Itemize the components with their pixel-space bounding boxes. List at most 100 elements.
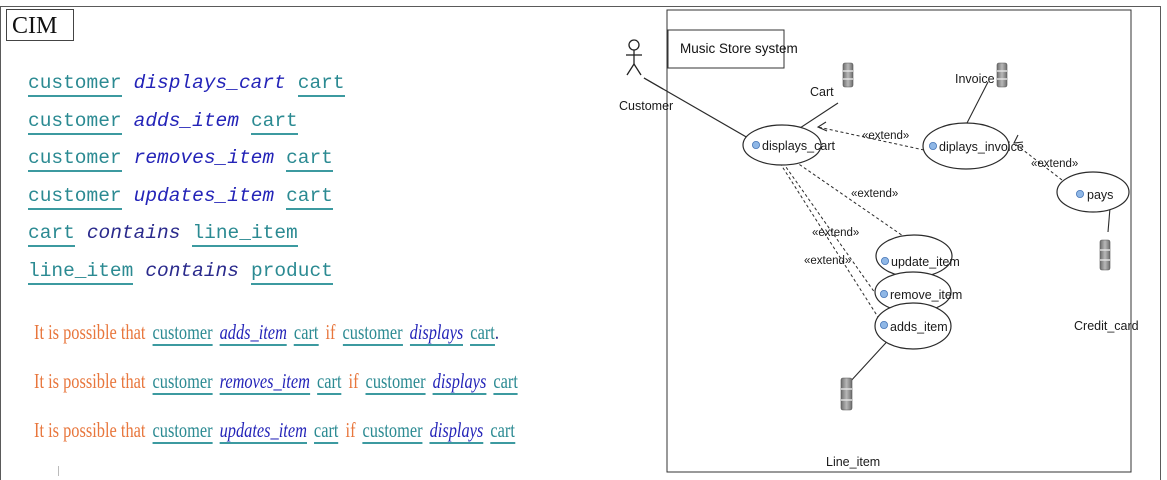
- association-line: [643, 77, 664, 90]
- rule-object: product: [250, 259, 333, 285]
- system-boundary: [666, 9, 1132, 473]
- credit-card-database-icon[interactable]: [1099, 239, 1111, 271]
- sentence-verb: adds_item: [219, 320, 287, 346]
- sentence-if: if: [325, 320, 336, 344]
- use-case-dot-icon: [752, 140, 761, 149]
- rule-subject: line_item: [28, 259, 134, 285]
- system-title: Music Store system: [680, 41, 798, 56]
- sentence-verb: removes_item: [219, 369, 310, 395]
- extend-arrowhead: [816, 121, 828, 132]
- rule-line: customer displays_cart cart: [28, 68, 345, 106]
- use-case-label: adds_item: [890, 320, 948, 334]
- extend-label: «extend»: [812, 227, 859, 239]
- sentence-subject: customer: [152, 369, 213, 395]
- rule-line: line_item contains product: [28, 256, 345, 294]
- use-case-label: update_item: [891, 255, 960, 269]
- sentence-object: cart: [313, 418, 339, 444]
- use-case-dot-icon: [880, 320, 889, 329]
- sentence-object-2: cart: [470, 320, 495, 346]
- figure-frame: [0, 6, 1161, 480]
- sentence-object-2: cart: [490, 418, 515, 444]
- system-title-box: [667, 29, 785, 69]
- rule-verb: updates_item: [133, 184, 275, 207]
- rule-subject: cart: [28, 222, 75, 247]
- use-case-displays-cart[interactable]: displays_cart: [742, 124, 835, 166]
- sentence-subject: customer: [152, 320, 213, 346]
- extend-label: «extend»: [1031, 158, 1078, 170]
- sentence-lead: It is possible that: [34, 369, 146, 393]
- cim-label: CIM: [6, 9, 74, 41]
- rule-line: customer updates_item cart: [28, 181, 345, 219]
- rule-line: cart contains line_item: [28, 218, 345, 256]
- entity-label: Line_item: [826, 455, 880, 469]
- use-case-diplays-invoice[interactable]: diplays_invoice: [922, 122, 1024, 170]
- divider-tick: [58, 466, 59, 476]
- extend-label: «extend»: [862, 130, 909, 142]
- entity-label: Invoice: [955, 72, 995, 86]
- entity-label: Credit_card: [1074, 319, 1139, 333]
- sentence-subject-2: customer: [342, 320, 403, 346]
- rule-verb: contains: [86, 222, 181, 244]
- use-case-dot-icon: [881, 256, 890, 265]
- extend-arrow: [777, 159, 886, 329]
- extend-arrow: [817, 126, 925, 151]
- extend-label: «extend»: [851, 188, 898, 200]
- sentence-subject-2: customer: [362, 418, 423, 444]
- rule-verb: adds_item: [133, 109, 239, 132]
- sentence-verb-2: displays: [429, 418, 484, 444]
- sentence-end: .: [494, 320, 499, 344]
- entity-link: [848, 334, 894, 384]
- rule-object: cart: [250, 109, 298, 135]
- extend-arrow: [1013, 142, 1063, 181]
- sentence-lead: It is possible that: [34, 320, 146, 344]
- actor-label: Customer: [619, 99, 673, 113]
- sentence-verb-2: displays: [432, 369, 487, 395]
- use-case-adds-item[interactable]: adds_item: [874, 302, 952, 350]
- entity-link: [799, 102, 839, 129]
- rule-subject: customer: [28, 72, 122, 97]
- sentence-verb-2: displays: [409, 320, 464, 346]
- use-case-dot-icon: [929, 141, 938, 150]
- invoice-database-icon[interactable]: [996, 62, 1008, 88]
- rule-subject: customer: [28, 109, 122, 135]
- use-case-label: remove_item: [890, 288, 962, 302]
- sentence-object: cart: [293, 320, 319, 346]
- use-case-update-item[interactable]: update_item: [875, 234, 960, 278]
- use-case-dot-icon: [1076, 189, 1085, 198]
- rule-object: line_item: [192, 222, 298, 247]
- sentence-subject: customer: [152, 418, 213, 444]
- rule-subject: customer: [28, 184, 122, 210]
- rule-verb: displays_cart: [133, 72, 286, 94]
- entity-link: [1107, 207, 1111, 233]
- sentence-if: if: [348, 369, 359, 393]
- sentence-verb: updates_item: [219, 418, 307, 444]
- use-case-pays[interactable]: pays: [1056, 171, 1130, 213]
- sentence-object-2: cart: [493, 369, 518, 395]
- rule-verb: contains: [145, 259, 239, 282]
- use-case-dot-icon: [880, 289, 889, 298]
- rule-subject: customer: [28, 147, 122, 172]
- sentence-object: cart: [316, 369, 342, 395]
- extend-arrow: [789, 157, 907, 239]
- use-case-label: displays_cart: [762, 139, 835, 153]
- extend-arrow: [780, 159, 881, 301]
- cart-database-icon[interactable]: [842, 62, 854, 88]
- rule-line: customer adds_item cart: [28, 106, 345, 144]
- use-case-label: diplays_invoice: [939, 140, 1024, 154]
- sentence-lead: It is possible that: [34, 418, 146, 442]
- actor-icon[interactable]: [626, 39, 642, 76]
- line-item-database-icon[interactable]: [840, 377, 853, 411]
- sentence-if: if: [345, 418, 356, 442]
- extend-arrowhead: [1013, 134, 1024, 144]
- rule-object: cart: [286, 184, 333, 210]
- rule-verb: removes_item: [133, 147, 275, 169]
- entity-label: Cart: [810, 85, 834, 99]
- sentence-subject-2: customer: [365, 369, 426, 395]
- rule-object: cart: [297, 72, 345, 97]
